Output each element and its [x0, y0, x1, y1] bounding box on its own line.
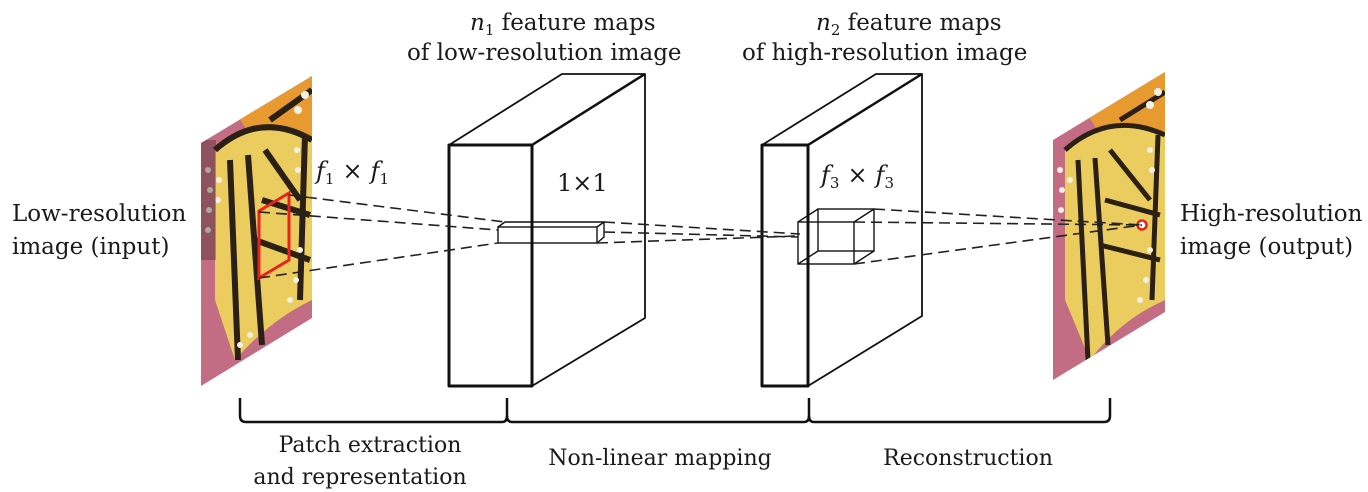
layer2-title-line2: of high-resolution image	[742, 40, 1027, 66]
patch-sub2: 1	[379, 170, 389, 188]
stage-brackets	[238, 398, 1112, 424]
output-image	[1053, 72, 1165, 380]
kernel-times: ×	[847, 161, 867, 189]
layer1-title-line2: of low-resolution image	[407, 40, 682, 66]
input-image	[201, 76, 312, 386]
layer1-kernel-label: 1×1	[557, 169, 608, 197]
layer2-kernel-label: f3×f3	[819, 161, 894, 192]
stage-3-label: Reconstruction	[883, 446, 1053, 471]
layer1-n: n	[470, 10, 485, 36]
patch-size-label: f1×f1	[314, 157, 389, 188]
patch-sub: 1	[325, 170, 335, 188]
layer1-rest: feature maps	[494, 10, 655, 36]
patch-times: ×	[342, 157, 362, 185]
input-patch-outline	[257, 190, 291, 281]
layer2-rest: feature maps	[840, 10, 1001, 36]
kernel-sub2: 3	[884, 174, 894, 192]
input-label-line2: image (input)	[12, 234, 169, 260]
output-label-line2: image (output)	[1180, 234, 1353, 260]
layer1-sub: 1	[485, 21, 495, 39]
layer2-kernel-cube	[797, 208, 875, 265]
kernel-sub: 3	[830, 174, 840, 192]
input-label-line1: Low-resolution	[12, 201, 186, 227]
layer2-title-line1: n2 feature maps	[816, 10, 1002, 39]
layer1-feature-block	[447, 72, 646, 388]
layer2-sub: 2	[831, 21, 841, 39]
layer2-feature-block	[760, 72, 923, 388]
layer2-n: n	[816, 10, 831, 36]
stage-2-label: Non-linear mapping	[548, 446, 771, 471]
stage-1-line1: Patch extraction	[279, 433, 462, 458]
projection-lines	[258, 194, 1143, 279]
output-label-line1: High-resolution	[1180, 201, 1363, 227]
layer1-title-line1: n1 feature maps	[470, 10, 656, 39]
stage-1-line2: and representation	[253, 465, 466, 490]
